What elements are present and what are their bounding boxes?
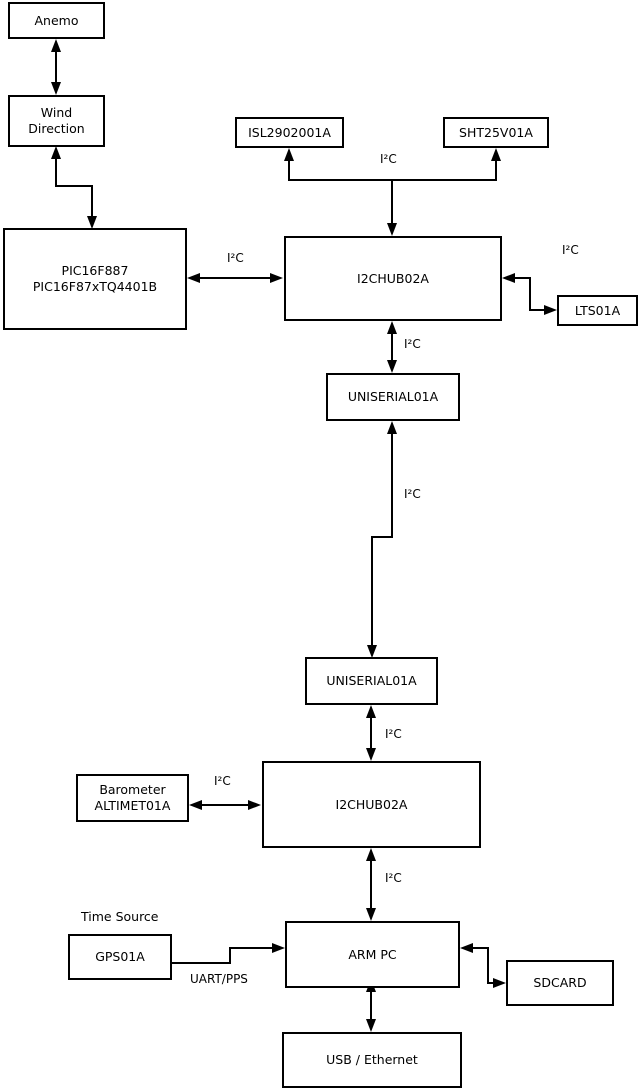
node-sdcard[interactable]: SDCARD	[506, 960, 614, 1006]
node-lts01a[interactable]: LTS01A	[557, 295, 638, 326]
node-uniserial01a-bottom[interactable]: UNISERIAL01A	[305, 657, 438, 705]
label-time-source: Time Source	[81, 909, 159, 924]
edge-label-sensors-i2c: I²C	[380, 152, 397, 166]
node-lts01a-label: LTS01A	[574, 302, 621, 318]
connector-uniserial-hub-bottom	[366, 705, 376, 761]
edge-label-barometer-i2c: I²C	[214, 774, 231, 788]
edge-label-uart-pps: UART/PPS	[190, 972, 248, 986]
edge-label-hub-uniserial-i2c: I²C	[404, 337, 421, 351]
connector-hub-armpc	[366, 848, 376, 921]
edge-label-hub-armpc-i2c: I²C	[385, 871, 402, 885]
connector-anemo-wind	[51, 39, 61, 95]
node-barometer-altimet01a-label: Barometer ALTIMET01A	[94, 782, 171, 813]
connector-barometer-hub	[189, 800, 261, 810]
node-arm-pc-label: ARM PC	[348, 946, 397, 962]
node-anemo[interactable]: Anemo	[8, 2, 105, 39]
node-i2chub02a-bottom[interactable]: I2CHUB02A	[262, 761, 481, 848]
edge-label-lts-i2c: I²C	[562, 243, 579, 257]
connector-pic-wind	[51, 146, 97, 229]
node-isl2902001a[interactable]: ISL2902001A	[235, 117, 344, 148]
node-anemo-label: Anemo	[34, 12, 79, 28]
edge-label-trunk-i2c: I²C	[404, 487, 421, 501]
node-usb-ethernet[interactable]: USB / Ethernet	[282, 1032, 462, 1088]
node-i2chub02a-bottom-label: I2CHUB02A	[335, 796, 408, 812]
node-pic-microcontroller-label: PIC16F887 PIC16F87xTQ4401B	[32, 263, 158, 294]
node-sht25v01a-label: SHT25V01A	[459, 124, 533, 140]
node-wind-direction[interactable]: Wind Direction	[8, 95, 105, 147]
node-uniserial01a-top-label: UNISERIAL01A	[347, 389, 439, 405]
node-isl2902001a-label: ISL2902001A	[248, 124, 331, 140]
node-wind-direction-label: Wind Direction	[28, 105, 85, 136]
node-uniserial01a-top[interactable]: UNISERIAL01A	[326, 373, 460, 421]
node-sdcard-label: SDCARD	[533, 975, 587, 991]
node-gps01a[interactable]: GPS01A	[68, 934, 172, 980]
node-i2chub02a-top[interactable]: I2CHUB02A	[284, 236, 502, 321]
node-gps01a-label: GPS01A	[95, 949, 145, 965]
connector-hub-uniserial-top	[387, 321, 397, 373]
edge-label-pic-hub-i2c: I²C	[227, 251, 244, 265]
node-i2chub02a-top-label: I2CHUB02A	[357, 270, 429, 286]
edge-label-uniserial-hub-i2c: I²C	[385, 727, 402, 741]
connector-uniserial-trunk	[367, 421, 397, 658]
node-arm-pc[interactable]: ARM PC	[285, 921, 460, 988]
connector-hub-sensors	[284, 148, 501, 236]
node-pic-microcontroller[interactable]: PIC16F887 PIC16F87xTQ4401B	[3, 228, 187, 330]
connector-pic-hub	[187, 273, 283, 283]
node-uniserial01a-bottom-label: UNISERIAL01A	[326, 673, 417, 689]
node-barometer-altimet01a[interactable]: Barometer ALTIMET01A	[76, 774, 189, 822]
connector-armpc-sdcard	[460, 943, 506, 988]
connector-hub-lts	[502, 273, 557, 315]
node-usb-ethernet-label: USB / Ethernet	[326, 1052, 418, 1068]
node-sht25v01a[interactable]: SHT25V01A	[443, 117, 549, 148]
connector-gps-armpc	[172, 943, 285, 964]
